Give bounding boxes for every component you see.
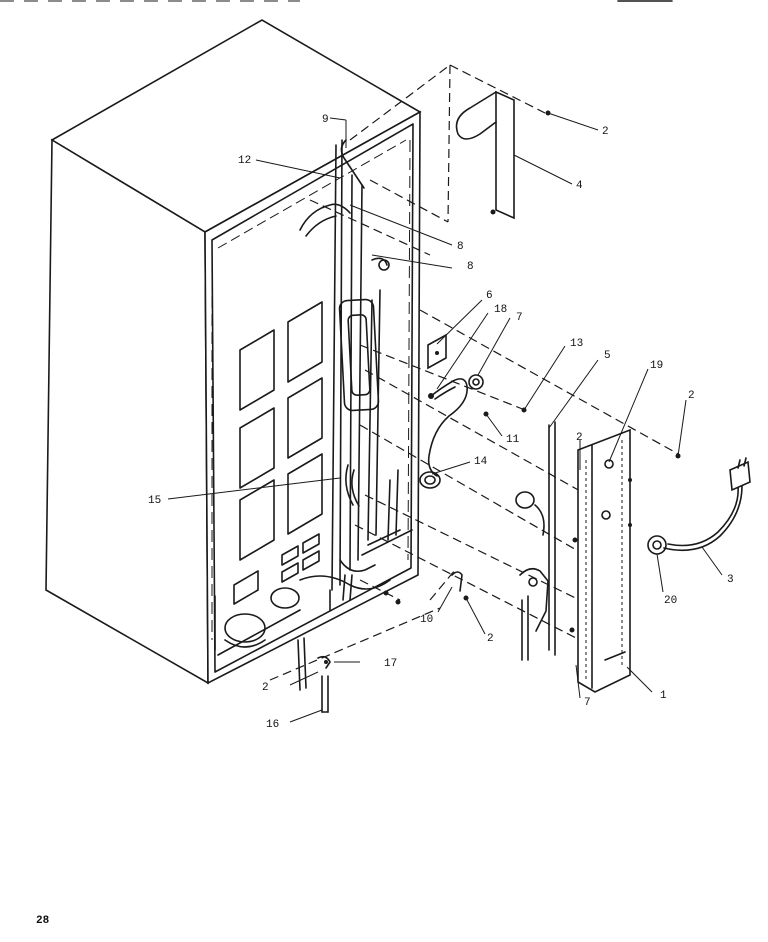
screw-2-panel [572,537,578,543]
part-5-panel [515,421,575,661]
part-18-wire [427,378,468,477]
screw-bottom-a [383,590,389,596]
callout-11: 11 [506,434,520,446]
callout-2-left: 2 [262,682,269,694]
callout-4: 4 [576,180,583,192]
part-3-power-cord [663,457,751,552]
callout-19: 19 [650,360,663,372]
callout-15: 15 [148,495,161,507]
screw-bottom-b [395,599,401,605]
part-20-strain-relief [647,535,667,555]
callout-2-right: 2 [688,390,695,402]
callout-12: 12 [238,155,251,167]
part-4-cover-plate [455,90,515,220]
callout-9: 9 [322,114,329,126]
callout-2-panel: 2 [576,432,583,444]
leader-lines [167,112,723,723]
part-16-tube [321,675,329,713]
part-1-access-cover [577,428,632,693]
callout-7: 7 [516,312,523,324]
callout-20: 20 [664,595,677,607]
callout-5: 5 [604,350,611,362]
part-10-clip [451,571,469,601]
callout-16: 16 [266,719,279,731]
callout-2-bottom: 2 [487,633,494,645]
callout-8a: 8 [457,241,464,253]
part-7-grommet [468,374,484,390]
callout-10: 10 [420,614,433,626]
callout-17: 17 [384,658,397,670]
callout-3: 3 [727,574,734,586]
callout-1: 1 [660,690,667,702]
page-number: 28 [36,915,50,927]
callout-8b: 8 [467,261,474,273]
part-6-bracket [427,333,447,370]
callout-14: 14 [474,456,488,468]
refrigerator-cabinet [45,19,422,685]
callout-2-top: 2 [602,126,609,138]
callout-13: 13 [570,338,583,350]
callout-18: 18 [494,304,507,316]
callout-6: 6 [486,290,493,302]
part-17-clamp [297,637,331,691]
part-14-connector [419,471,441,489]
callout-7b: 7 [584,697,591,709]
